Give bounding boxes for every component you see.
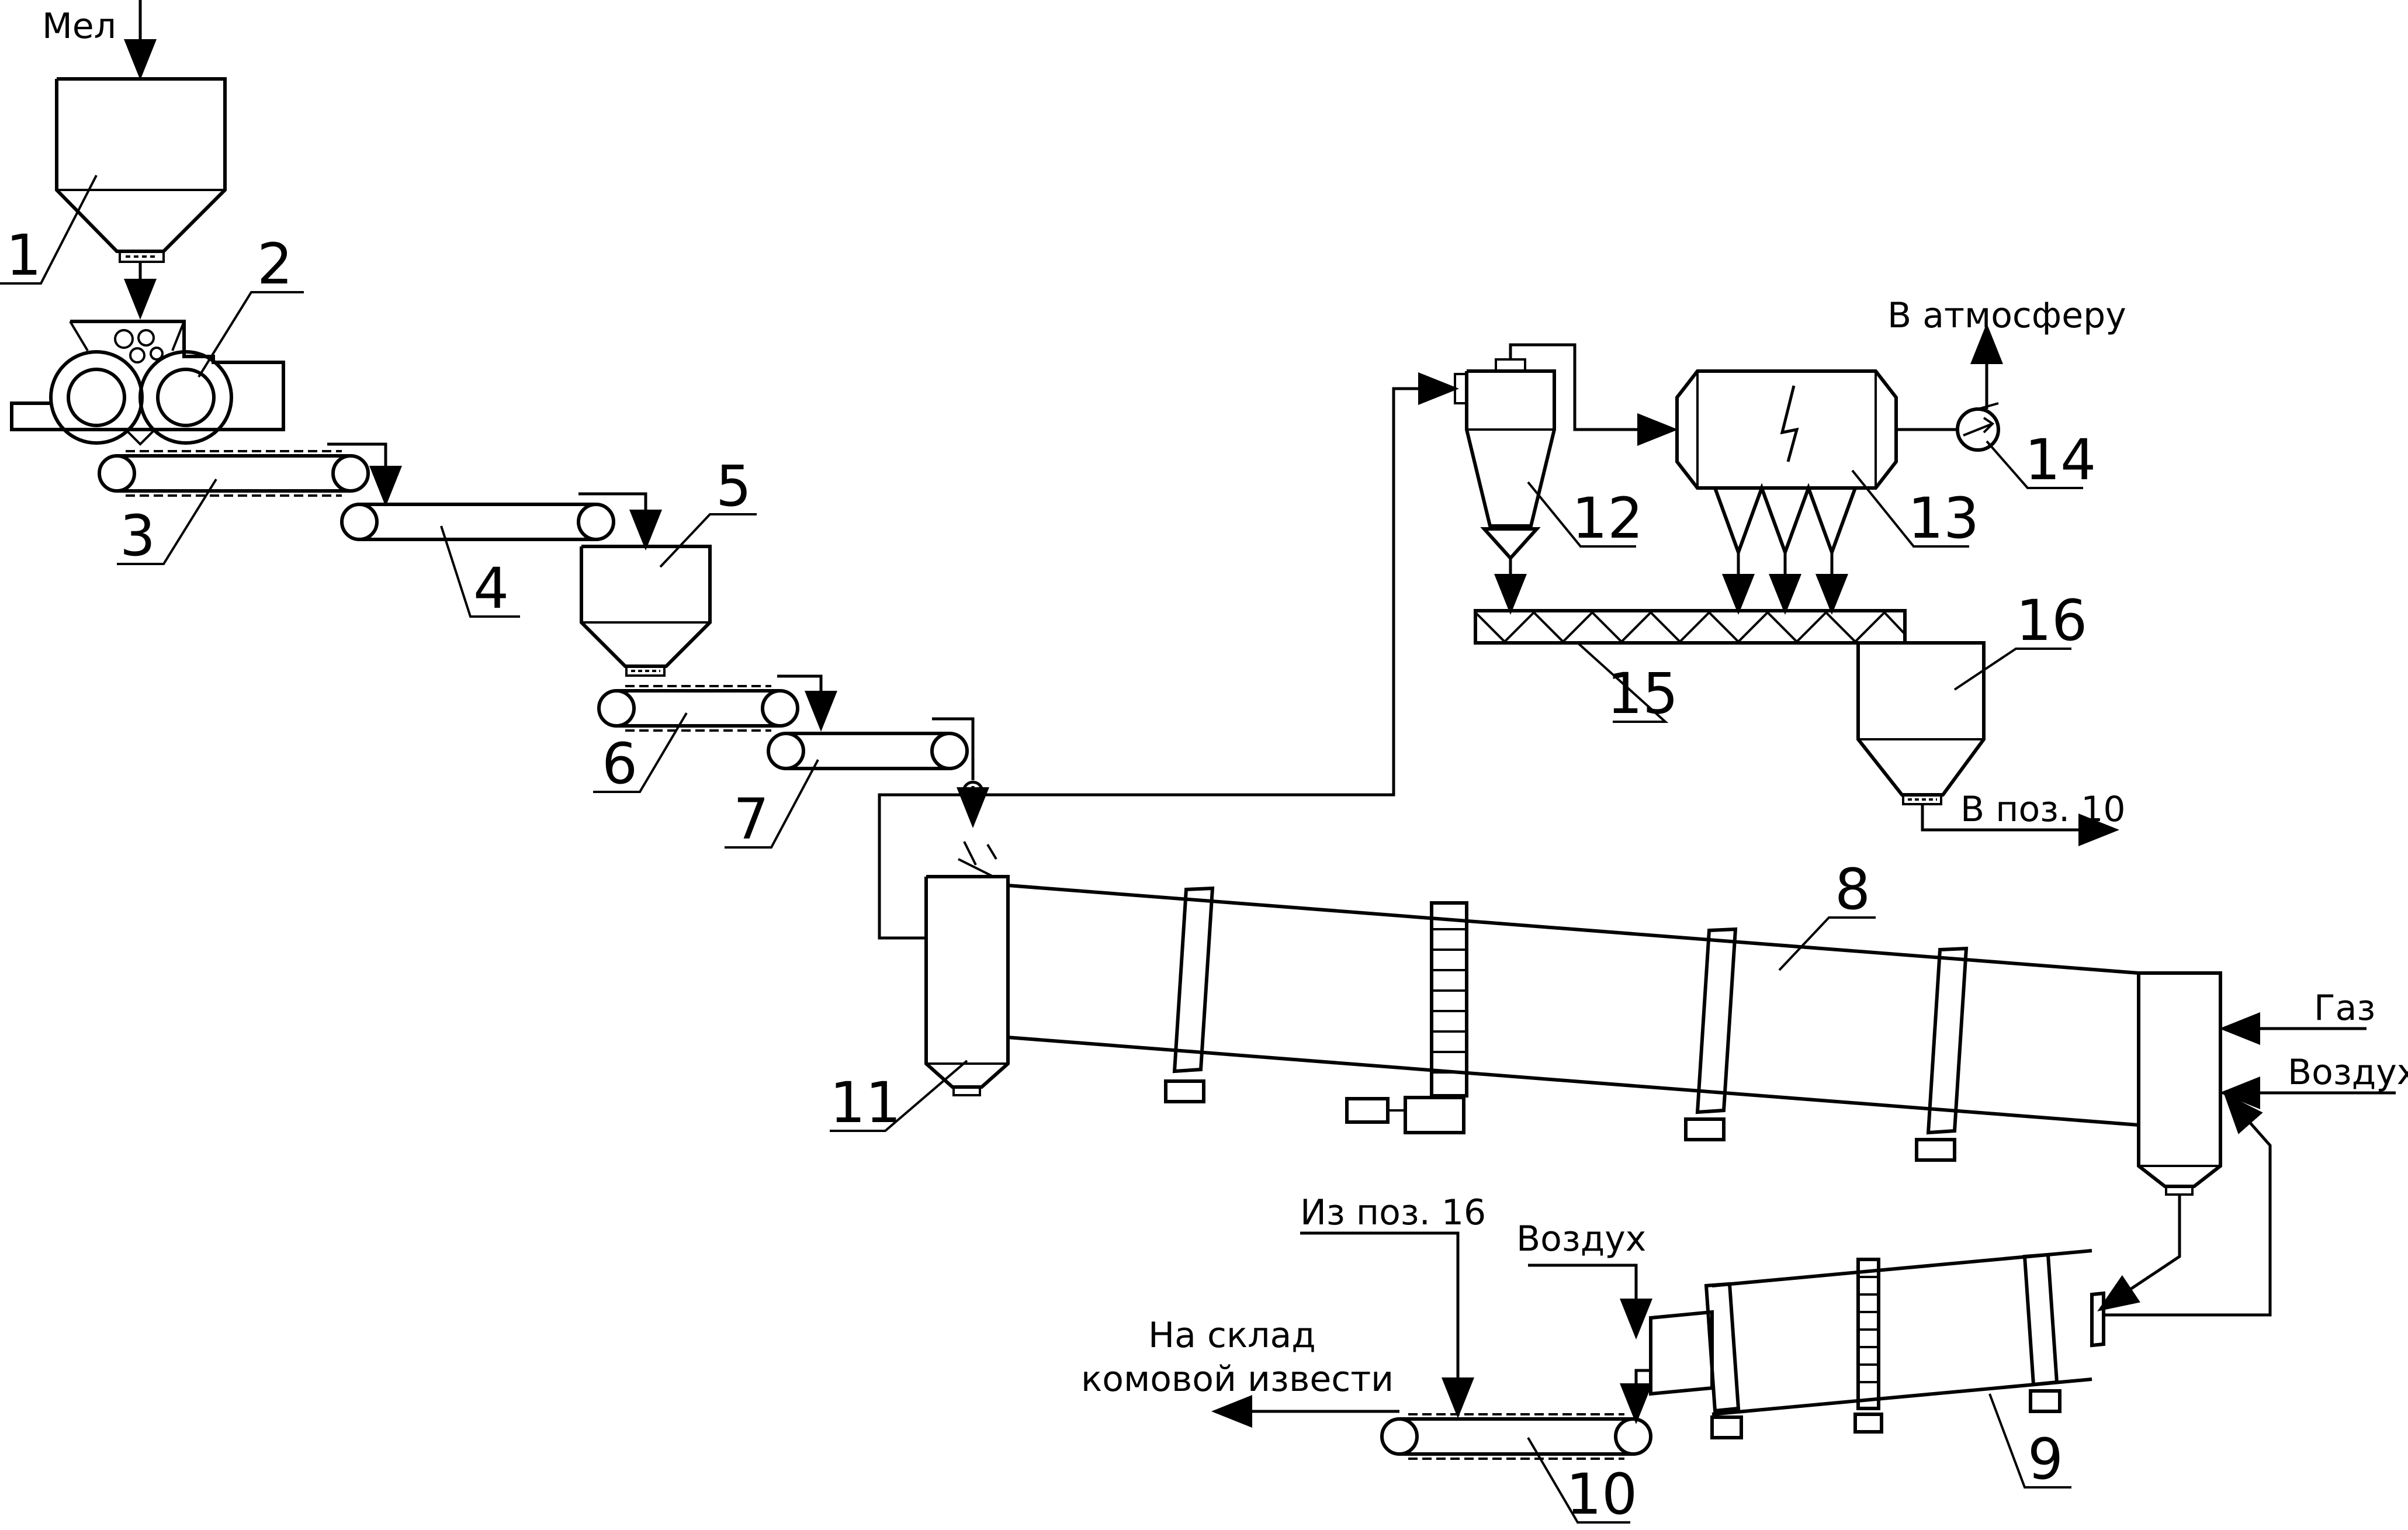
callout-14: 14 — [1986, 427, 2096, 493]
to-pos-10-arrow — [1921, 805, 2119, 846]
position-number-9: 9 — [2028, 1427, 2063, 1492]
rotary-kiln-8 — [1007, 884, 2139, 1162]
cyclone-12 — [1454, 358, 1556, 561]
to-warehouse-label-line2: комовой извести — [1081, 1359, 1394, 1400]
feed-chamber-11 — [924, 841, 1010, 1096]
callout-13: 13 — [1851, 469, 1979, 551]
kiln-to-cooler-arrow — [2097, 1195, 2181, 1311]
position-number-7: 7 — [733, 787, 769, 852]
belt-conveyor-7 — [767, 732, 969, 770]
conveyor-3-to-4-arrow — [327, 442, 402, 507]
callout-8: 8 — [1778, 857, 1876, 971]
conveyor-4-to-5-arrow — [578, 492, 662, 551]
electrostatic-precipitator-13 — [1675, 369, 1898, 558]
gas-label: Газ — [2314, 988, 2375, 1029]
position-number-2: 2 — [257, 231, 293, 297]
belt-conveyor-6 — [597, 685, 799, 732]
from-pos-16-label: Из поз. 16 — [1300, 1192, 1486, 1233]
callout-12: 12 — [1527, 481, 1643, 551]
position-number-14: 14 — [2025, 427, 2096, 493]
hopper-5 — [580, 545, 712, 677]
callout-6: 6 — [593, 712, 688, 797]
air-cooler-label: Воздух — [1516, 1219, 1646, 1259]
flue-gas-duct-to-cyclone — [878, 372, 1459, 940]
cooler-air-return-arrow — [2104, 1092, 2272, 1317]
callout-10: 10 — [1527, 1436, 1637, 1527]
callout-4: 4 — [440, 525, 520, 621]
position-number-1: 1 — [6, 223, 41, 288]
position-number-10: 10 — [1566, 1462, 1637, 1527]
callout-16: 16 — [1953, 588, 2087, 691]
conveyor-7-to-kiln-arrow — [932, 717, 989, 828]
position-number-12: 12 — [1572, 486, 1643, 551]
to-warehouse-label-line1: На склад — [1148, 1315, 1316, 1356]
callout-7: 7 — [725, 759, 819, 852]
screw-conveyor-15 — [1474, 609, 1907, 645]
position-number-11: 11 — [830, 1070, 901, 1136]
to-pos-10-label: В поз. 10 — [1960, 789, 2126, 830]
precipitator-to-screw-arrows — [1722, 552, 1848, 615]
callout-9: 9 — [1988, 1393, 2071, 1492]
position-number-6: 6 — [602, 731, 637, 797]
belt-conveyor-10 — [1380, 1413, 1652, 1460]
cooler-to-conveyor-arrow — [1620, 1369, 1652, 1424]
callout-15: 15 — [1577, 642, 1678, 726]
position-number-15: 15 — [1607, 661, 1678, 726]
belt-conveyor-3 — [98, 450, 370, 497]
conveyor-6-to-7-arrow — [777, 674, 837, 732]
dust-hopper-16 — [1856, 641, 1986, 805]
air-kiln-label: Воздух — [2288, 1052, 2408, 1093]
position-number-13: 13 — [1908, 486, 1979, 551]
position-number-8: 8 — [1835, 857, 1870, 922]
callout-3: 3 — [117, 478, 217, 569]
from-pos-16-arrow — [1300, 1231, 1474, 1418]
position-number-4: 4 — [473, 556, 509, 621]
callout-2: 2 — [198, 231, 304, 378]
chalk-label: Мел — [42, 6, 116, 47]
callout-5: 5 — [659, 454, 757, 568]
chalk-hopper-1 — [55, 77, 227, 263]
exhaust-fan-14 — [1956, 402, 2000, 452]
cyclone-to-precipitator-duct — [1509, 343, 1678, 446]
cooler-air-inlet-arrow — [1528, 1264, 1652, 1339]
to-atmosphere-label: В атмосферу — [1887, 295, 2126, 336]
callout-11: 11 — [830, 1060, 968, 1136]
position-number-3: 3 — [120, 503, 155, 569]
position-number-5: 5 — [716, 454, 751, 519]
roll-crusher-2 — [10, 320, 285, 446]
rotary-cooler-9 — [1649, 1249, 2105, 1439]
callout-1: 1 — [0, 175, 98, 288]
belt-conveyor-4 — [340, 503, 615, 541]
position-number-16: 16 — [2016, 588, 2087, 653]
kiln-discharge-head — [2137, 971, 2222, 1196]
